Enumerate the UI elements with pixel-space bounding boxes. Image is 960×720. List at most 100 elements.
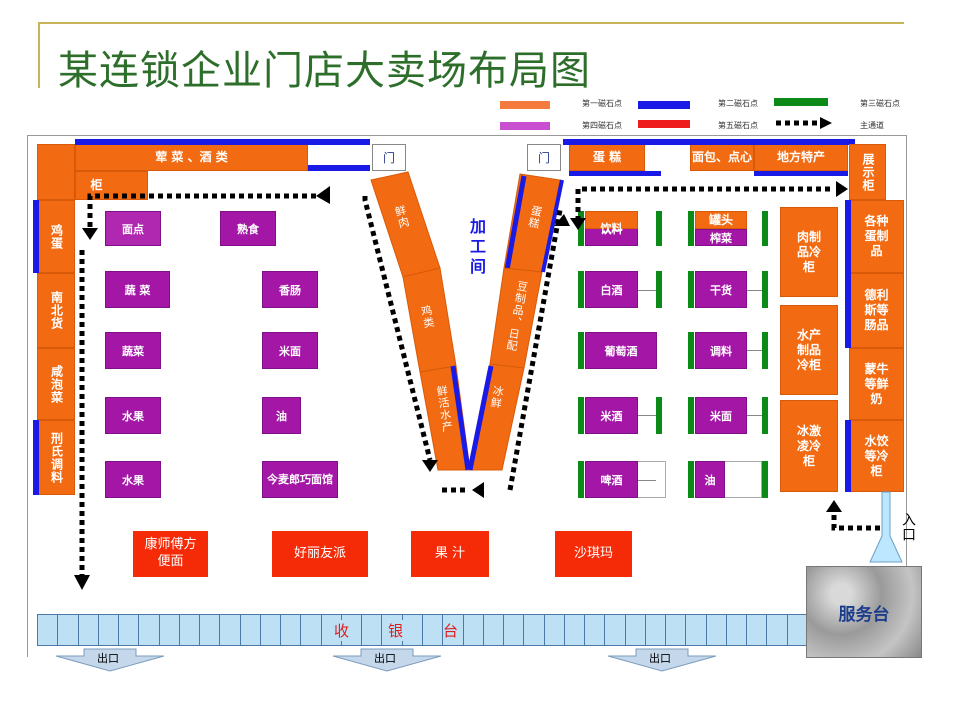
promo-juice: 果 汁 [411,531,489,577]
island-fruit-1: 水果 [105,397,161,434]
blue-top-left [75,139,370,145]
corner-block-left [37,144,75,200]
checkout-lane-divider [118,614,120,646]
v-left-blue [450,365,471,471]
checkout-lane-divider [482,614,484,646]
checkout-ticks [37,614,807,646]
checkout-lane-divider [503,614,505,646]
arrowhead-v-right-top [554,214,570,226]
checkout-lane-divider [523,614,525,646]
legend-label-5: 第五磁石点 [718,121,758,130]
wall-nanbei: 南北货 [37,273,75,348]
promo-kangshifu: 康师傅方便面 [133,531,208,577]
legend-swatch-4 [500,122,550,130]
green-rice-wine [578,397,584,434]
arrowhead-v-left [422,460,438,472]
island-dried: 干货 [695,271,747,308]
green-seasoning-r [762,332,768,369]
checkout-lane-divider [280,614,282,646]
island-seasoning: 调料 [695,332,747,369]
checkout-lane-divider [705,614,707,646]
green-dried-r [762,271,768,308]
green-rice-flour [688,397,694,434]
green-drinks [578,211,584,246]
beer-outline [638,461,666,498]
blue-top-right-2 [569,171,661,176]
island-fruit-2: 水果 [105,461,161,498]
blue-left-wall-2 [33,420,39,495]
exit-arrow-3 [607,648,717,672]
connector-lines-6 [638,480,656,481]
connector-lines [638,290,656,291]
aisle-entrance [831,510,880,531]
shelf-cake-top: 蛋 糕 [569,144,645,171]
green-canned [688,211,694,246]
legend-label-3: 第三磁石点 [860,99,900,108]
island-rice-wine: 米酒 [585,397,638,434]
page-title: 某连锁企业门店大卖场布局图 [58,48,591,94]
checkout-lane-divider [422,614,423,646]
checkout-lane-divider [725,614,727,646]
service-desk[interactable]: 服务台 [806,566,922,658]
checkout-lane-divider [199,614,201,646]
island-oil-left: 油 [262,397,301,434]
checkout-lane-divider [239,614,241,646]
door-left[interactable]: 门 [372,144,406,171]
wall-deli-sausage: 德利斯等肠品 [849,273,904,348]
connector-lines-5 [747,415,762,416]
legend: 第一磁石点 第二磁石点 第三磁石点 第四磁石点 第五磁石点 主通道 [0,0,960,135]
island-noodle: 面点 [105,211,161,246]
checkout-label-2: 银 [388,620,404,641]
blue-right-wall-2 [845,420,851,492]
green-wine [578,332,584,369]
blue-top-right-3 [754,171,848,176]
legend-swatch-1 [500,101,550,109]
blue-top-right [563,139,855,145]
legend-label-2: 第二磁石点 [718,99,758,108]
aisle-v-left [362,196,433,461]
legend-swatch-3 [774,98,828,106]
title-rule [38,22,904,24]
exit-label-3: 出口 [649,652,671,665]
checkout-lane-divider [462,614,464,646]
island-rice-noodle-left: 米面 [262,332,318,369]
blue-left-wall-1 [33,200,39,273]
checkout-lane-divider [746,614,748,646]
arrowhead-left-down [74,575,90,590]
legend-label-4: 第四磁石点 [582,121,622,130]
green-beer [578,461,584,498]
exit-label-2: 出口 [374,652,396,665]
legend-swatch-2 [638,101,690,109]
store-outline [27,135,907,657]
exit-arrow-1 [55,648,165,672]
checkout-lane-divider [604,614,606,646]
green-oil [688,461,694,498]
arrowhead-right-top [836,181,848,197]
island-drinks-top [585,211,638,229]
island-drinks-label: 饮料 [600,222,623,235]
door-right[interactable]: 门 [527,144,561,171]
aisle-top-left [87,193,325,228]
promo-shaqima: 沙琪玛 [555,531,632,577]
cabinet-left: 柜 [75,171,148,200]
checkout-lane-divider [57,614,59,646]
display-cabinet: 展示柜 [849,144,886,200]
green-seasoning [688,332,694,369]
processing-room-label: 加工间 [467,218,486,278]
shelf-local-specialty: 地方特产 [754,144,848,171]
green-rice-wine-r [656,397,662,434]
island-wine: 葡萄酒 [585,332,657,369]
island-rice-flour: 米面 [695,397,747,434]
checkout-lane-divider [786,614,788,646]
island-oil-right: 油 [695,461,725,498]
green-canned-r [762,211,768,246]
blue-top-left-2 [308,165,370,171]
legend-label-6: 主通道 [860,121,884,130]
checkout-lane-divider [563,614,565,646]
checkout-lane-divider [381,614,383,646]
checkout-lane-divider [77,614,79,646]
wall-egg-products: 各种蛋制品 [849,200,904,273]
green-oil-r [762,461,768,498]
green-rice-flour-r [762,397,768,434]
